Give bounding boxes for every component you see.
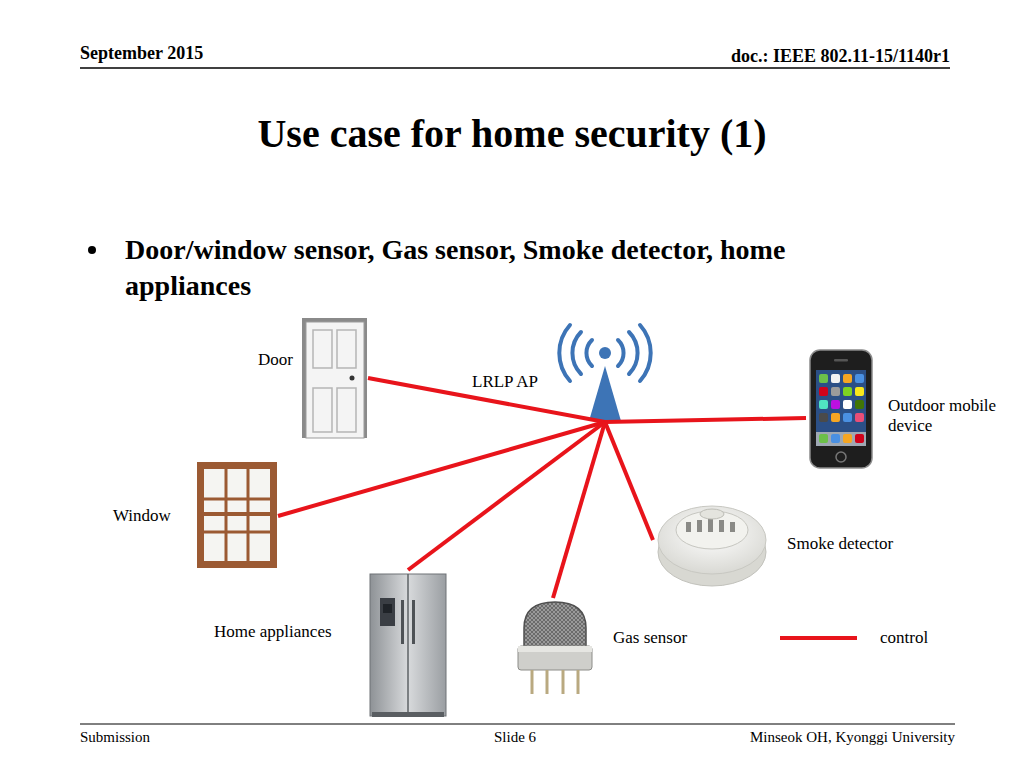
node-label: Window [113, 506, 171, 526]
gas-sensor-picture [518, 602, 592, 694]
node-label: Home appliances [214, 622, 332, 642]
appliance-node: Home appliances [212, 570, 450, 720]
control-link [278, 422, 605, 516]
footer-rule [80, 724, 955, 725]
door-picture [302, 318, 367, 438]
control-link [408, 422, 605, 570]
node-label: LRLP AP [472, 372, 538, 392]
phone-picture [810, 350, 872, 468]
window-picture [197, 462, 277, 568]
window-node: Window [110, 460, 278, 568]
footer-slide-number: Slide 6 [494, 728, 536, 746]
smoke-detector-picture [658, 506, 766, 586]
access-point-node: LRLP AP [468, 322, 652, 422]
door-node: Door [255, 316, 368, 440]
control-link [553, 422, 605, 598]
node-label: Door [258, 350, 293, 370]
fridge-picture [370, 574, 446, 717]
footer-author: Minseok OH, Kyonggi University [750, 728, 955, 746]
bullet-text: Door/window sensor, Gas sensor, Smoke de… [125, 232, 885, 305]
antenna-icon [559, 325, 650, 421]
legend-text: control [880, 628, 928, 648]
gas-sensor-node: Gas sensor [513, 598, 703, 697]
header-doc-id: doc.: IEEE 802.11-15/1140r1 [731, 46, 950, 68]
control-link [605, 422, 653, 540]
mobile-device-node: Outdoor mobile device [806, 348, 1005, 470]
node-label: Outdoor mobile device [888, 396, 1003, 437]
header-date: September 2015 [80, 43, 203, 65]
legend-line-sample [780, 636, 857, 640]
node-label: Gas sensor [613, 628, 687, 648]
node-label: Smoke detector [787, 534, 893, 554]
footer-submission: Submission [80, 728, 150, 746]
control-link [605, 418, 806, 422]
header-rule [80, 67, 950, 69]
smoke-detector-node: Smoke detector [653, 498, 915, 592]
bullet-dot [88, 246, 96, 254]
slide-title: Use case for home security (1) [257, 110, 766, 158]
